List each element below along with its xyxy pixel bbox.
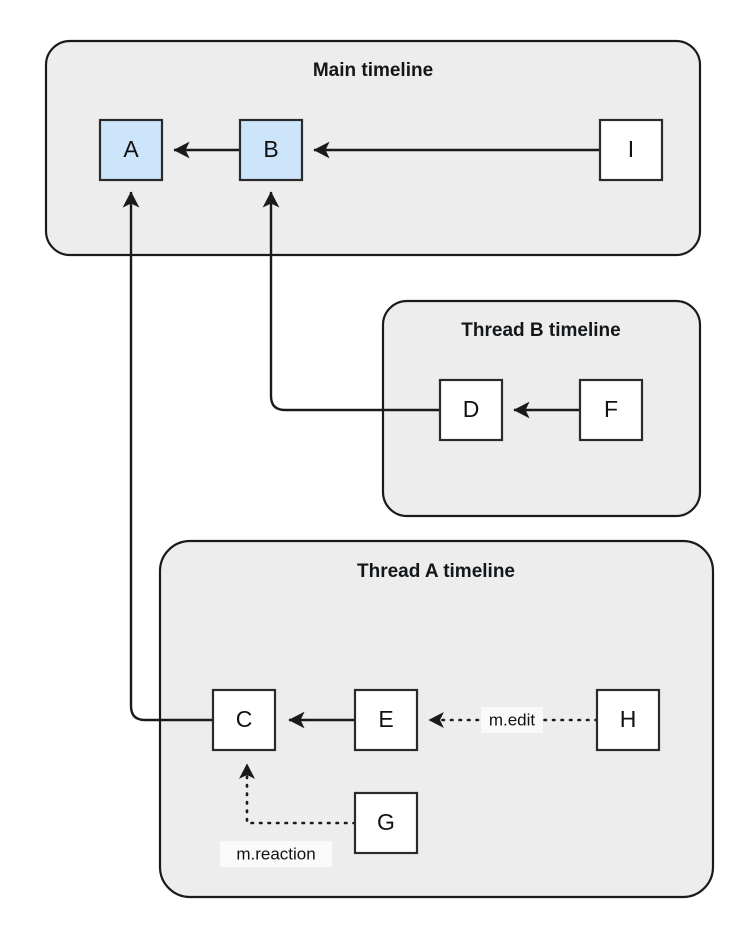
node-a-label: A [123,136,139,162]
node-d-label: D [463,396,480,422]
edge-label-m-reaction-text: m.reaction [236,844,315,863]
node-g[interactable]: G [353,791,419,855]
group-thread-b-timeline-box [381,299,702,518]
node-i[interactable]: I [598,118,664,182]
node-h[interactable]: H [595,688,661,752]
group-thread-b-timeline[interactable]: Thread B timeline [381,299,702,518]
node-d[interactable]: D [438,378,504,442]
node-e[interactable]: E [353,688,419,752]
event-nodes: A B I D F C [98,118,664,855]
group-thread-b-timeline-title: Thread B timeline [461,320,620,341]
edge-label-m-edit-text: m.edit [489,710,536,729]
node-b-label: B [263,136,278,162]
node-d-box [438,378,504,442]
node-e-box [353,688,419,752]
group-main-timeline[interactable]: Main timeline [44,39,702,257]
edge-label-m-edit-bg [481,707,543,733]
edge-g-to-c[interactable] [238,762,357,825]
node-b[interactable]: B [238,118,304,182]
node-c[interactable]: C [211,688,277,752]
node-a[interactable]: A [98,118,164,182]
group-main-timeline-box [44,39,702,257]
node-f-label: F [604,396,618,422]
group-containers: Main timeline Thread B timeline Thread A… [44,39,715,899]
node-f[interactable]: F [578,378,644,442]
node-f-box [578,378,644,442]
node-e-label: E [378,706,393,732]
group-main-timeline-title: Main timeline [313,60,433,81]
edge-label-m-edit: m.edit [481,707,543,733]
edge-label-m-reaction-bg [220,841,332,867]
edge-c-to-a[interactable] [122,191,213,722]
node-h-label: H [620,706,637,732]
node-c-label: C [236,706,253,732]
edge-d-to-b[interactable] [262,191,440,412]
group-thread-a-timeline-title: Thread A timeline [357,561,515,582]
node-a-box [98,118,164,182]
node-g-label: G [377,809,395,835]
edge-labels: m.edit m.reaction [220,707,543,867]
edge-label-m-reaction: m.reaction [220,841,332,867]
node-b-box [238,118,304,182]
node-g-box [353,791,419,855]
node-i-box [598,118,664,182]
node-c-box [211,688,277,752]
node-i-label: I [628,136,634,162]
node-h-box [595,688,661,752]
